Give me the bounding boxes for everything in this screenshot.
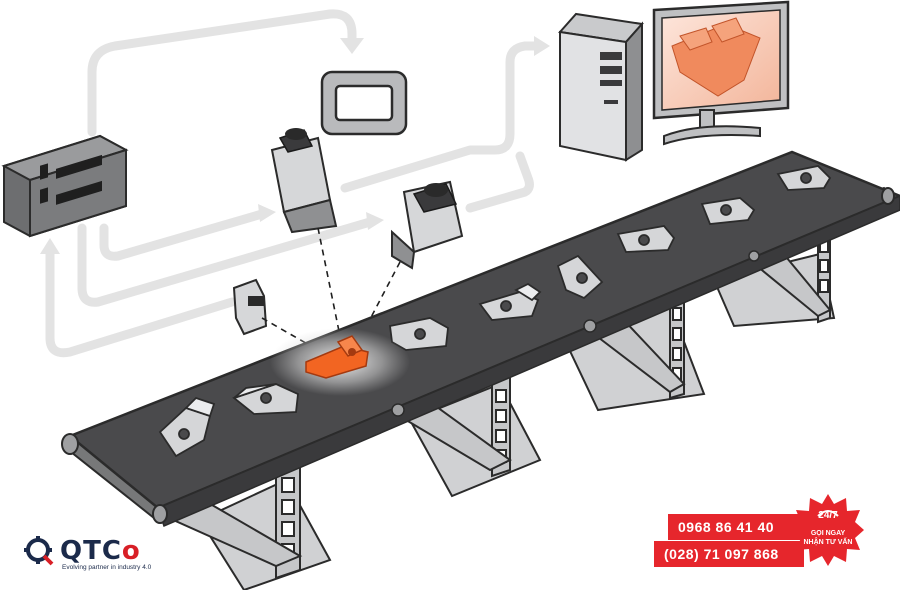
phone-icon xyxy=(817,510,839,517)
part xyxy=(700,197,756,225)
arrow-camera2-to-computer xyxy=(465,151,534,213)
badge-call-now: GỌI NGAY xyxy=(810,530,846,537)
parts-on-belt xyxy=(158,165,832,458)
starburst-icon xyxy=(792,494,864,566)
logo-mark-icon xyxy=(24,536,54,566)
arrowhead-camera1 xyxy=(258,204,276,222)
brand-logo[interactable]: QTCo Evolving partner in industry 4.0 xyxy=(24,534,174,574)
hotline-2[interactable]: (028) 71 097 868 xyxy=(654,541,804,567)
arrowhead-controller xyxy=(40,238,60,254)
camera-icon xyxy=(270,128,338,234)
sensor-icon xyxy=(232,278,268,336)
camera-icon xyxy=(391,180,464,270)
part xyxy=(478,282,542,321)
arrow-camera-to-computer xyxy=(340,41,540,193)
arrow-heads xyxy=(40,36,550,254)
brand-name: QTCo xyxy=(60,536,141,566)
arrow-controller-to-camera2 xyxy=(77,217,375,307)
arrow-sensor-to-controller xyxy=(45,245,237,358)
arrowhead-display xyxy=(340,38,364,54)
computer-icon xyxy=(652,0,790,146)
badge-get-advice: NHẬN TƯ VẤN xyxy=(803,539,853,546)
part xyxy=(556,254,604,300)
part xyxy=(616,225,676,253)
hotline-1[interactable]: 0968 86 41 40 xyxy=(668,514,806,540)
arrow-controller-to-display xyxy=(87,9,357,137)
inspected-part xyxy=(270,328,410,396)
call-now-badge[interactable]: 24/7 GỌI NGAY NHẬN TƯ VẤN xyxy=(792,494,864,566)
conveyor-belt xyxy=(61,150,900,528)
flow-arrows xyxy=(45,9,540,358)
part xyxy=(158,396,216,458)
display-icon xyxy=(320,70,408,136)
brand-tagline: Evolving partner in industry 4.0 xyxy=(62,564,152,571)
badge-hours: 24/7 xyxy=(818,510,838,521)
arrowhead-camera2 xyxy=(366,212,384,230)
controller-icon xyxy=(1,134,129,238)
computer-icon xyxy=(558,12,644,162)
arrowhead-computer xyxy=(534,36,550,56)
arrow-controller-to-camera1 xyxy=(99,209,267,261)
part xyxy=(232,383,299,415)
part xyxy=(776,165,832,191)
